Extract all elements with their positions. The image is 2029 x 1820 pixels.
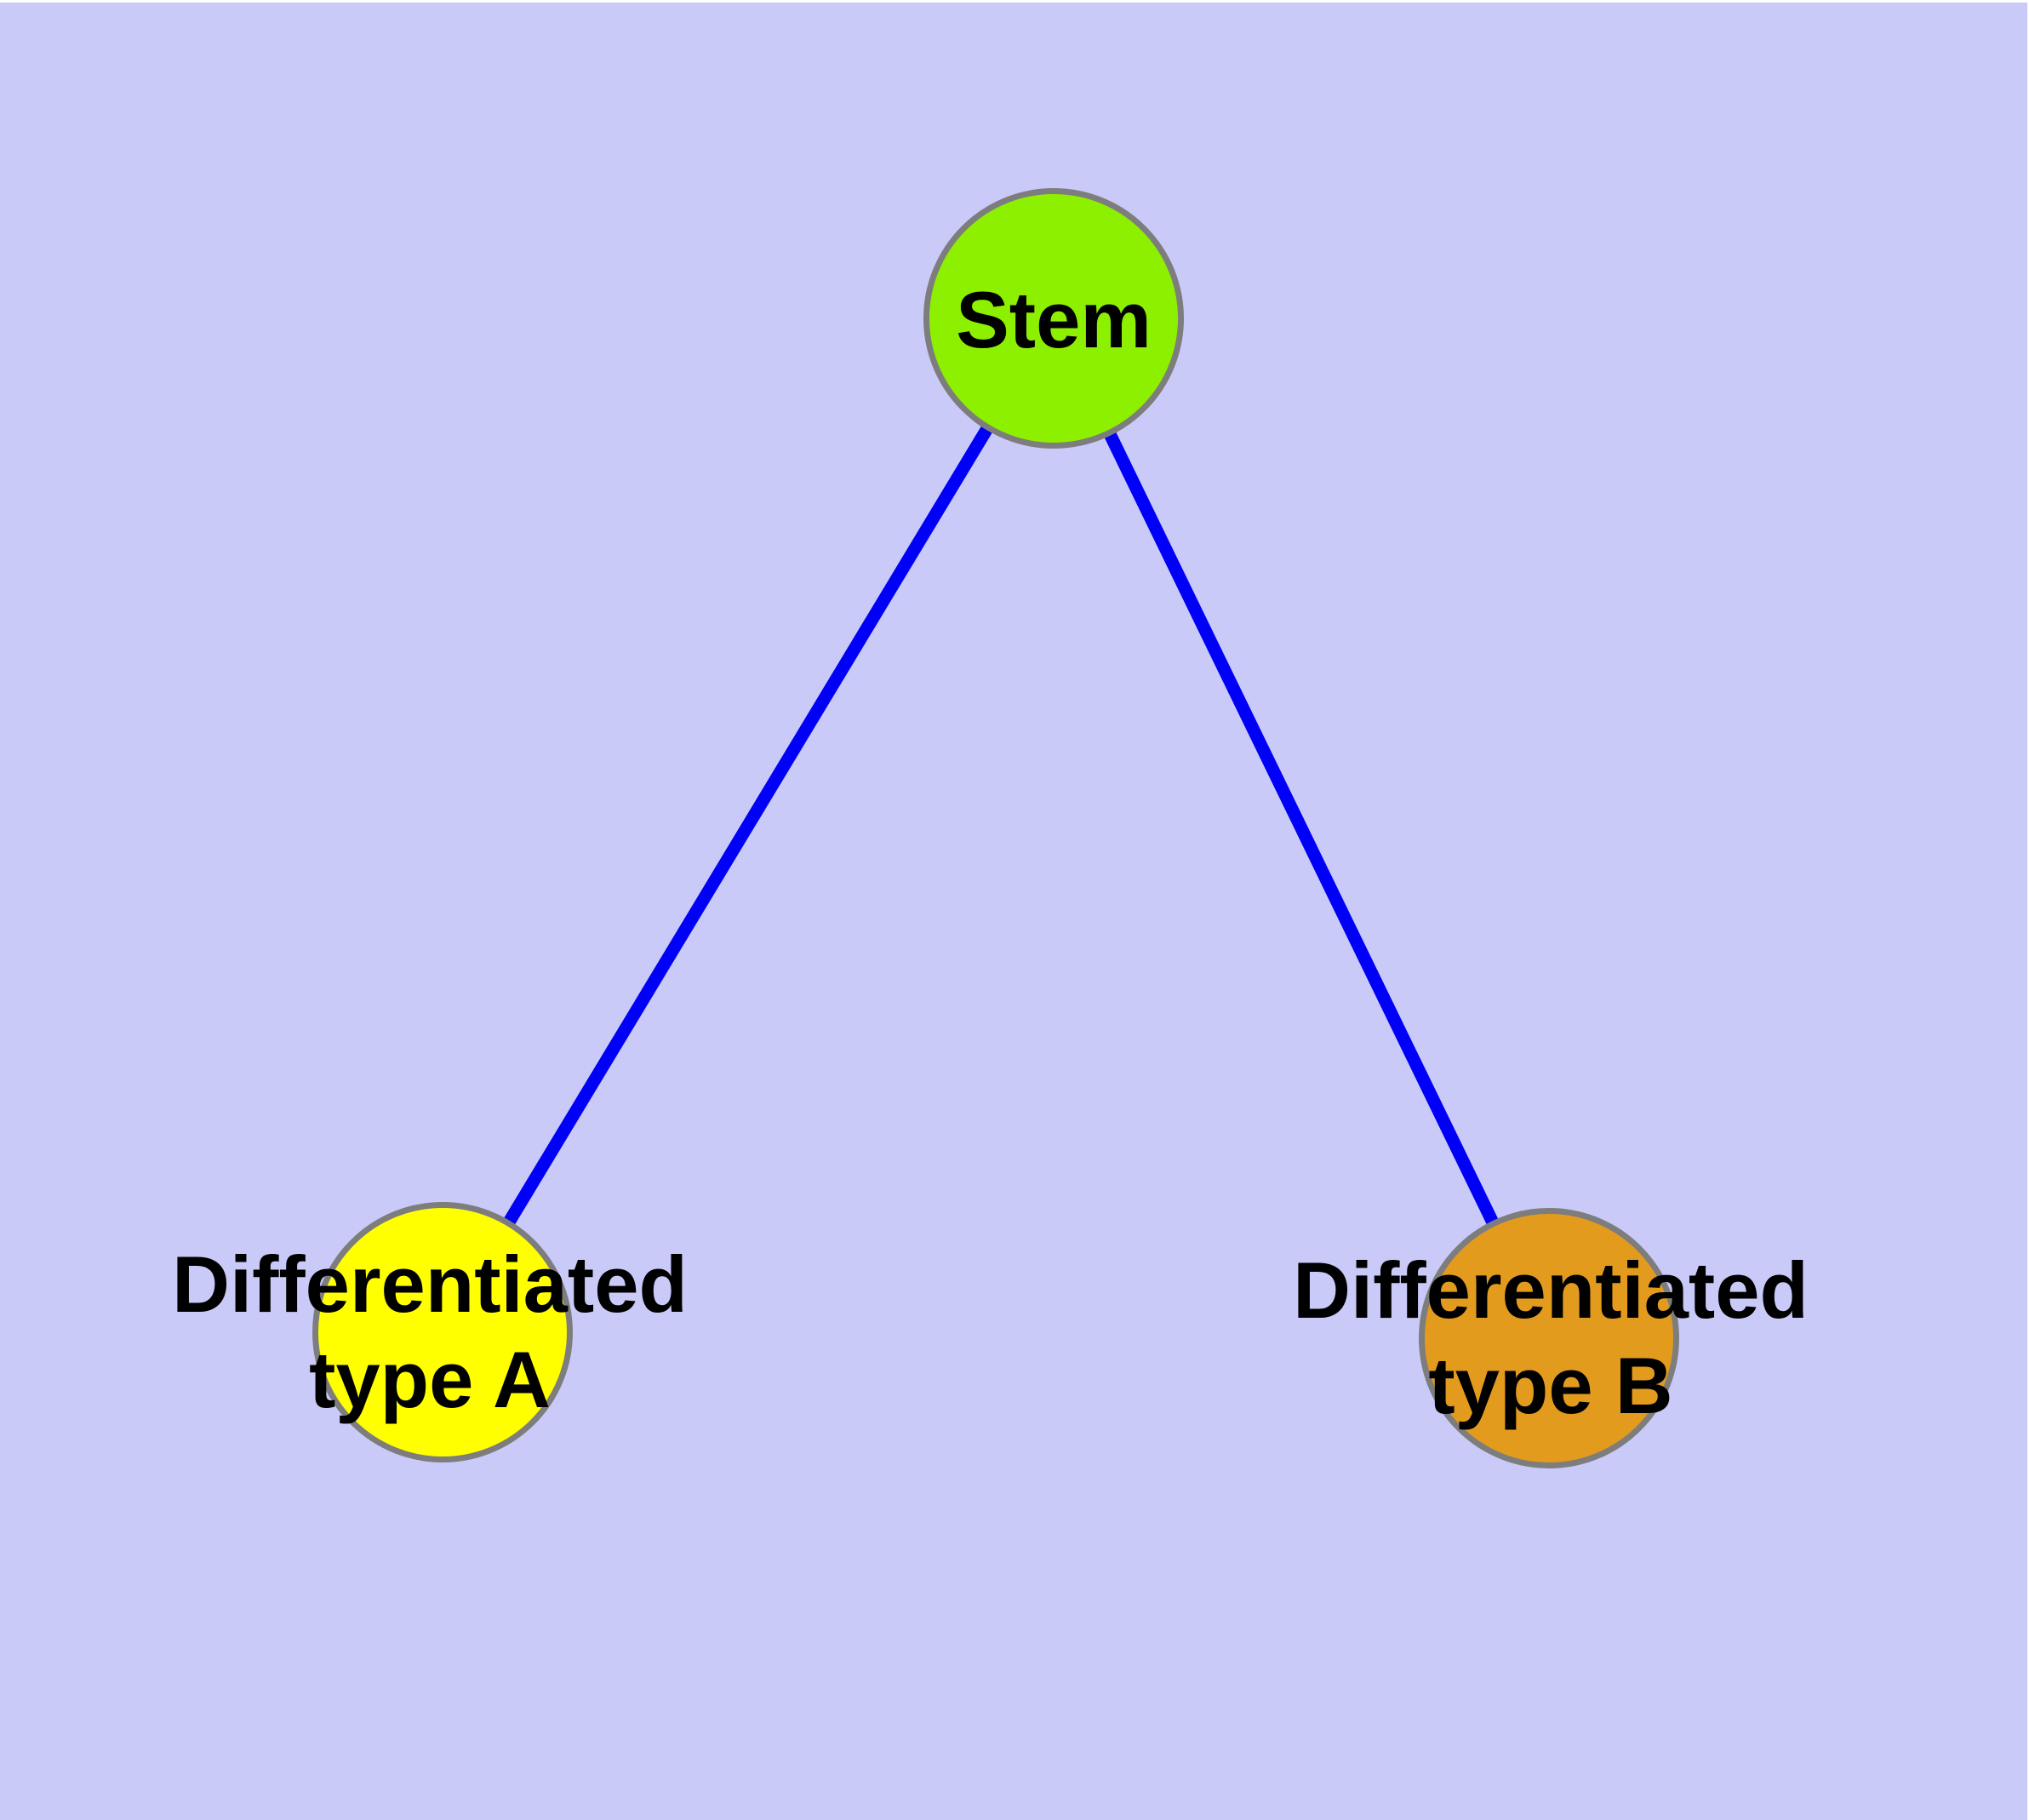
node-type-b-label-line-1: Differentiated (1293, 1245, 1809, 1335)
node-stem-label: Stem (956, 272, 1152, 368)
node-differentiated-type-b-label: Differentiated type B (1293, 1243, 1809, 1434)
node-type-a-label-line-1: Differentiated (172, 1239, 688, 1329)
edge-stem-to-type-a (437, 315, 1060, 1336)
node-type-a-label-line-2: type A (309, 1335, 551, 1424)
node-differentiated-type-b (1419, 1208, 1679, 1468)
node-stem (923, 188, 1184, 449)
top-margin-strip (0, 0, 2029, 3)
node-type-b-label-line-2: type B (1428, 1341, 1673, 1430)
right-margin-strip (2027, 0, 2029, 1820)
edge-stem-to-type-b (1048, 315, 1555, 1342)
node-differentiated-type-a-label: Differentiated type A (172, 1237, 688, 1428)
node-differentiated-type-a (312, 1202, 573, 1462)
node-stem-label-line: Stem (956, 275, 1152, 364)
